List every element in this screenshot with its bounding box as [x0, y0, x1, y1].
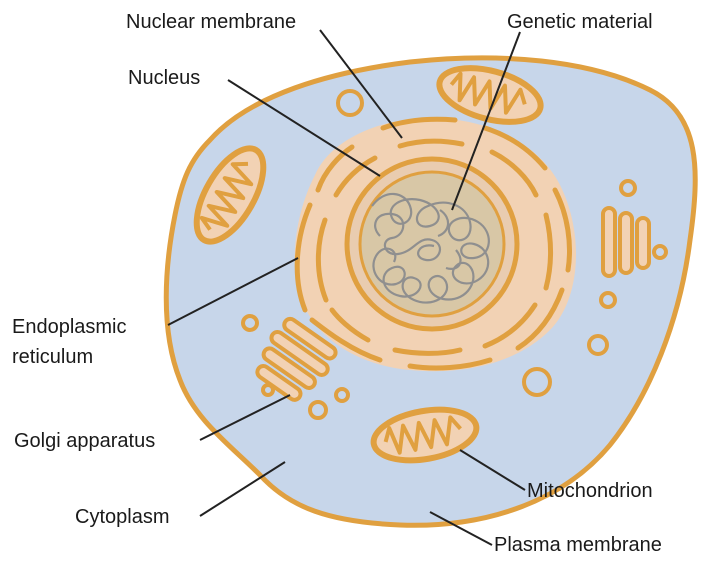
label-mitochondrion: Mitochondrion — [527, 480, 653, 502]
label-cytoplasm: Cytoplasm — [75, 506, 169, 528]
label-endoplasmic-reticulum-line2: reticulum — [12, 346, 93, 368]
label-genetic-material: Genetic material — [507, 11, 653, 33]
label-nuclear-membrane: Nuclear membrane — [126, 11, 296, 33]
label-golgi-apparatus: Golgi apparatus — [14, 430, 155, 452]
golgi-apparatus-right — [603, 208, 649, 276]
label-plasma-membrane: Plasma membrane — [494, 534, 662, 556]
label-nucleus: Nucleus — [128, 67, 200, 89]
label-endoplasmic-reticulum-line1: Endoplasmic — [12, 316, 127, 338]
